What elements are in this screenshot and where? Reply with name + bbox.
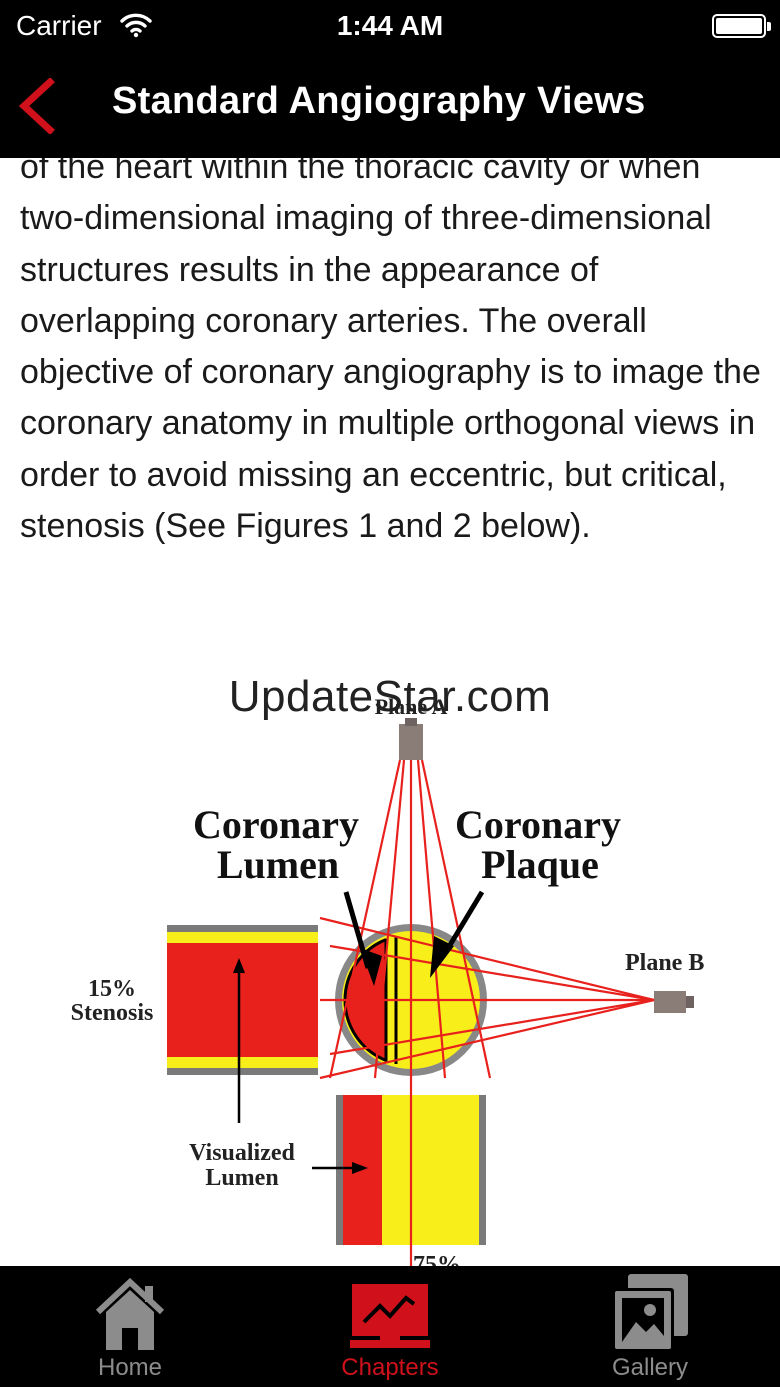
navigation-bar: Standard Angiography Views — [0, 54, 780, 158]
status-bar: Carrier 1:44 AM — [0, 0, 780, 54]
plane-b-label: Plane B — [625, 950, 704, 976]
battery-icon — [712, 14, 771, 38]
tab-bar: Home Chapters Gallery — [0, 1266, 780, 1387]
chapters-presentation-icon — [350, 1284, 430, 1348]
content-scroll-area[interactable]: of the heart within the thoracic cavity … — [0, 158, 780, 1266]
clock: 1:44 AM — [336, 10, 444, 41]
tab-chapters-label: Chapters — [341, 1354, 439, 1381]
plane-a-label: Plane A — [375, 694, 448, 719]
tab-gallery[interactable]: Gallery — [520, 1266, 780, 1387]
plane-b-camera-icon — [654, 991, 686, 1013]
plane-a-camera-icon — [399, 724, 423, 760]
gallery-photos-icon — [612, 1274, 688, 1352]
tab-home[interactable]: Home — [0, 1266, 260, 1387]
page-title: Standard Angiography Views — [112, 80, 646, 122]
visualized-lumen-label-2: Lumen — [205, 1165, 278, 1191]
stenosis-75-label: 75% — [413, 1252, 461, 1266]
carrier-label: Carrier — [16, 10, 102, 41]
body-paragraph: of the heart within the thoracic cavity … — [20, 158, 761, 546]
coronary-lumen-label-1: Coronary — [193, 802, 359, 847]
visualized-lumen-label-1: Visualized — [189, 1140, 295, 1166]
wifi-icon — [120, 13, 152, 38]
coronary-lumen-label-2: Lumen — [217, 842, 339, 887]
chevron-left-icon[interactable] — [14, 78, 60, 134]
stenosis-15-label-2: Stenosis — [71, 1000, 154, 1026]
tab-chapters[interactable]: Chapters — [260, 1266, 520, 1387]
figure-plane-diagram: Plane A Plane B — [71, 694, 704, 1266]
stenosis-15-label-1: 15% — [88, 976, 136, 1002]
tab-home-label: Home — [97, 1354, 163, 1381]
coronary-plaque-label-2: Plaque — [481, 842, 599, 887]
house-icon — [95, 1277, 165, 1350]
coronary-plaque-label-1: Coronary — [455, 802, 621, 847]
watermark: UpdateStar.com — [228, 672, 552, 721]
tab-gallery-label: Gallery — [611, 1354, 689, 1381]
